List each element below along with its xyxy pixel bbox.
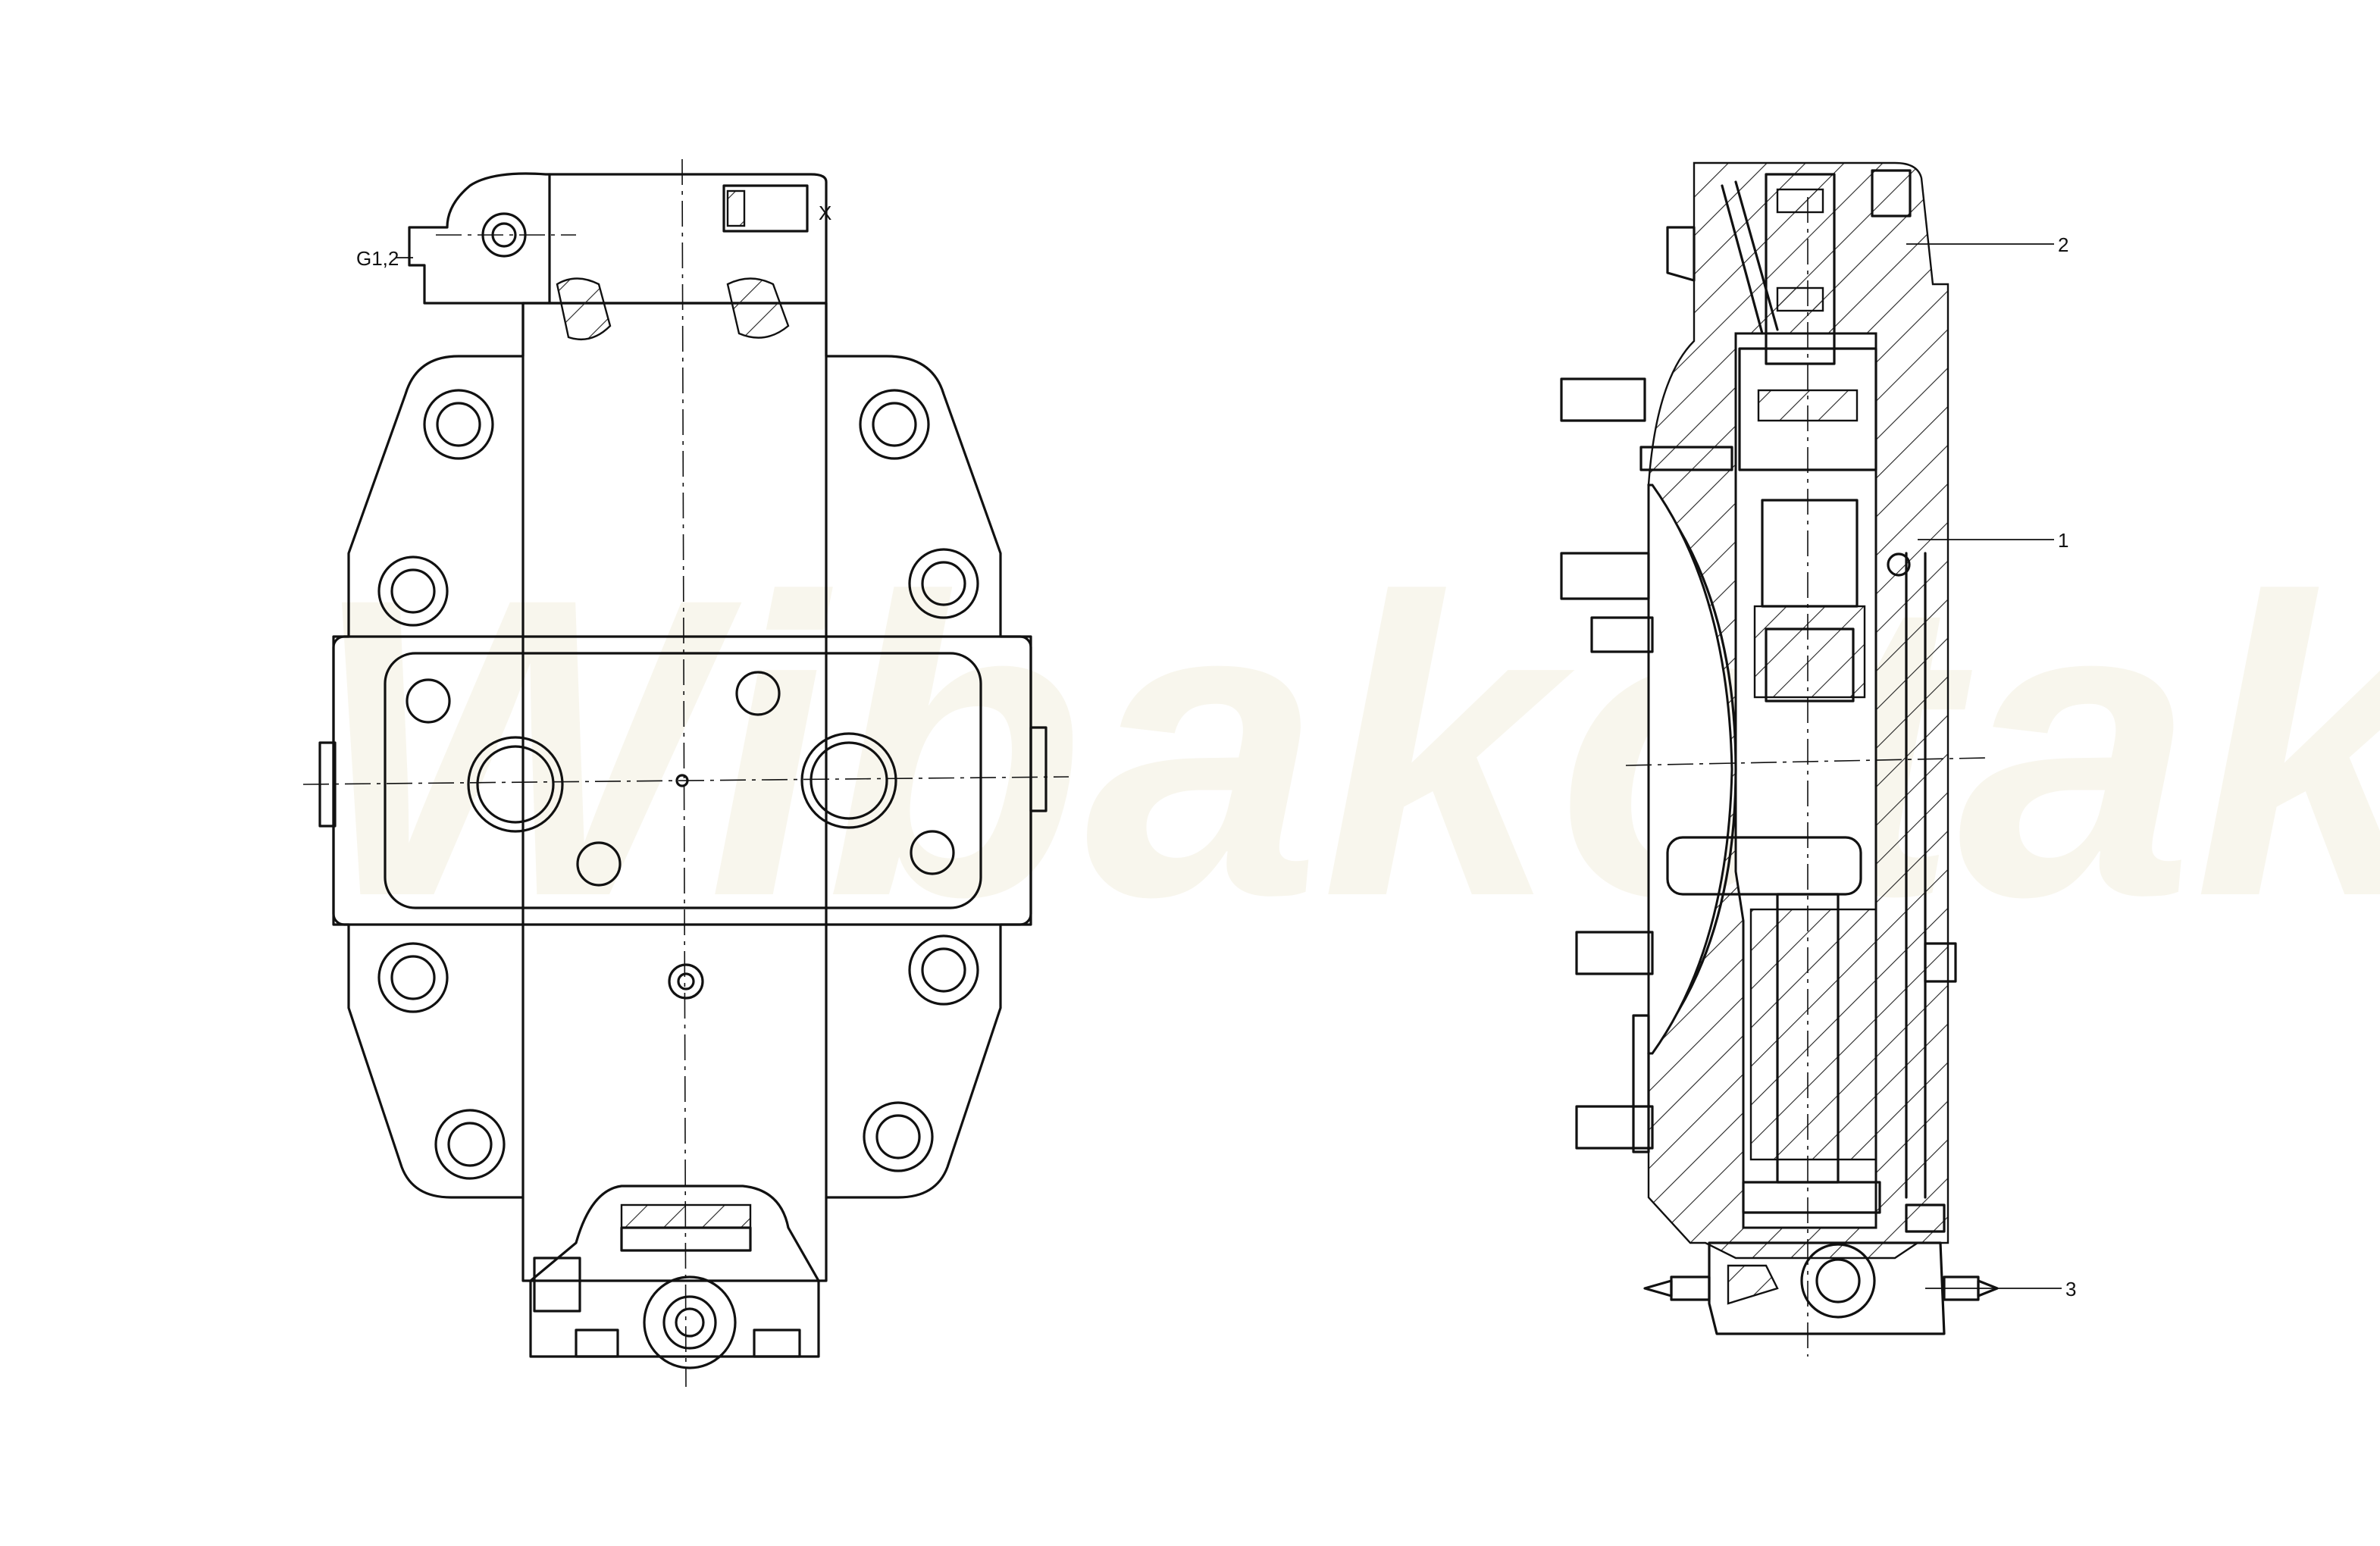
part-2-label: 2 xyxy=(2058,233,2068,256)
studs xyxy=(1560,377,1733,1153)
section-view: 2 1 3 xyxy=(1560,161,2076,1357)
bolt-heads xyxy=(377,389,979,1180)
part-1-label: 1 xyxy=(2058,529,2068,552)
front-view: G1,2 X xyxy=(302,158,1069,1388)
port-g-label: G1,2 xyxy=(356,247,399,270)
port-x-label: X xyxy=(819,202,831,224)
plate-ports xyxy=(406,671,955,1000)
part-3-label: 3 xyxy=(2065,1278,2076,1300)
watermark: Wibakotak xyxy=(311,510,2380,984)
